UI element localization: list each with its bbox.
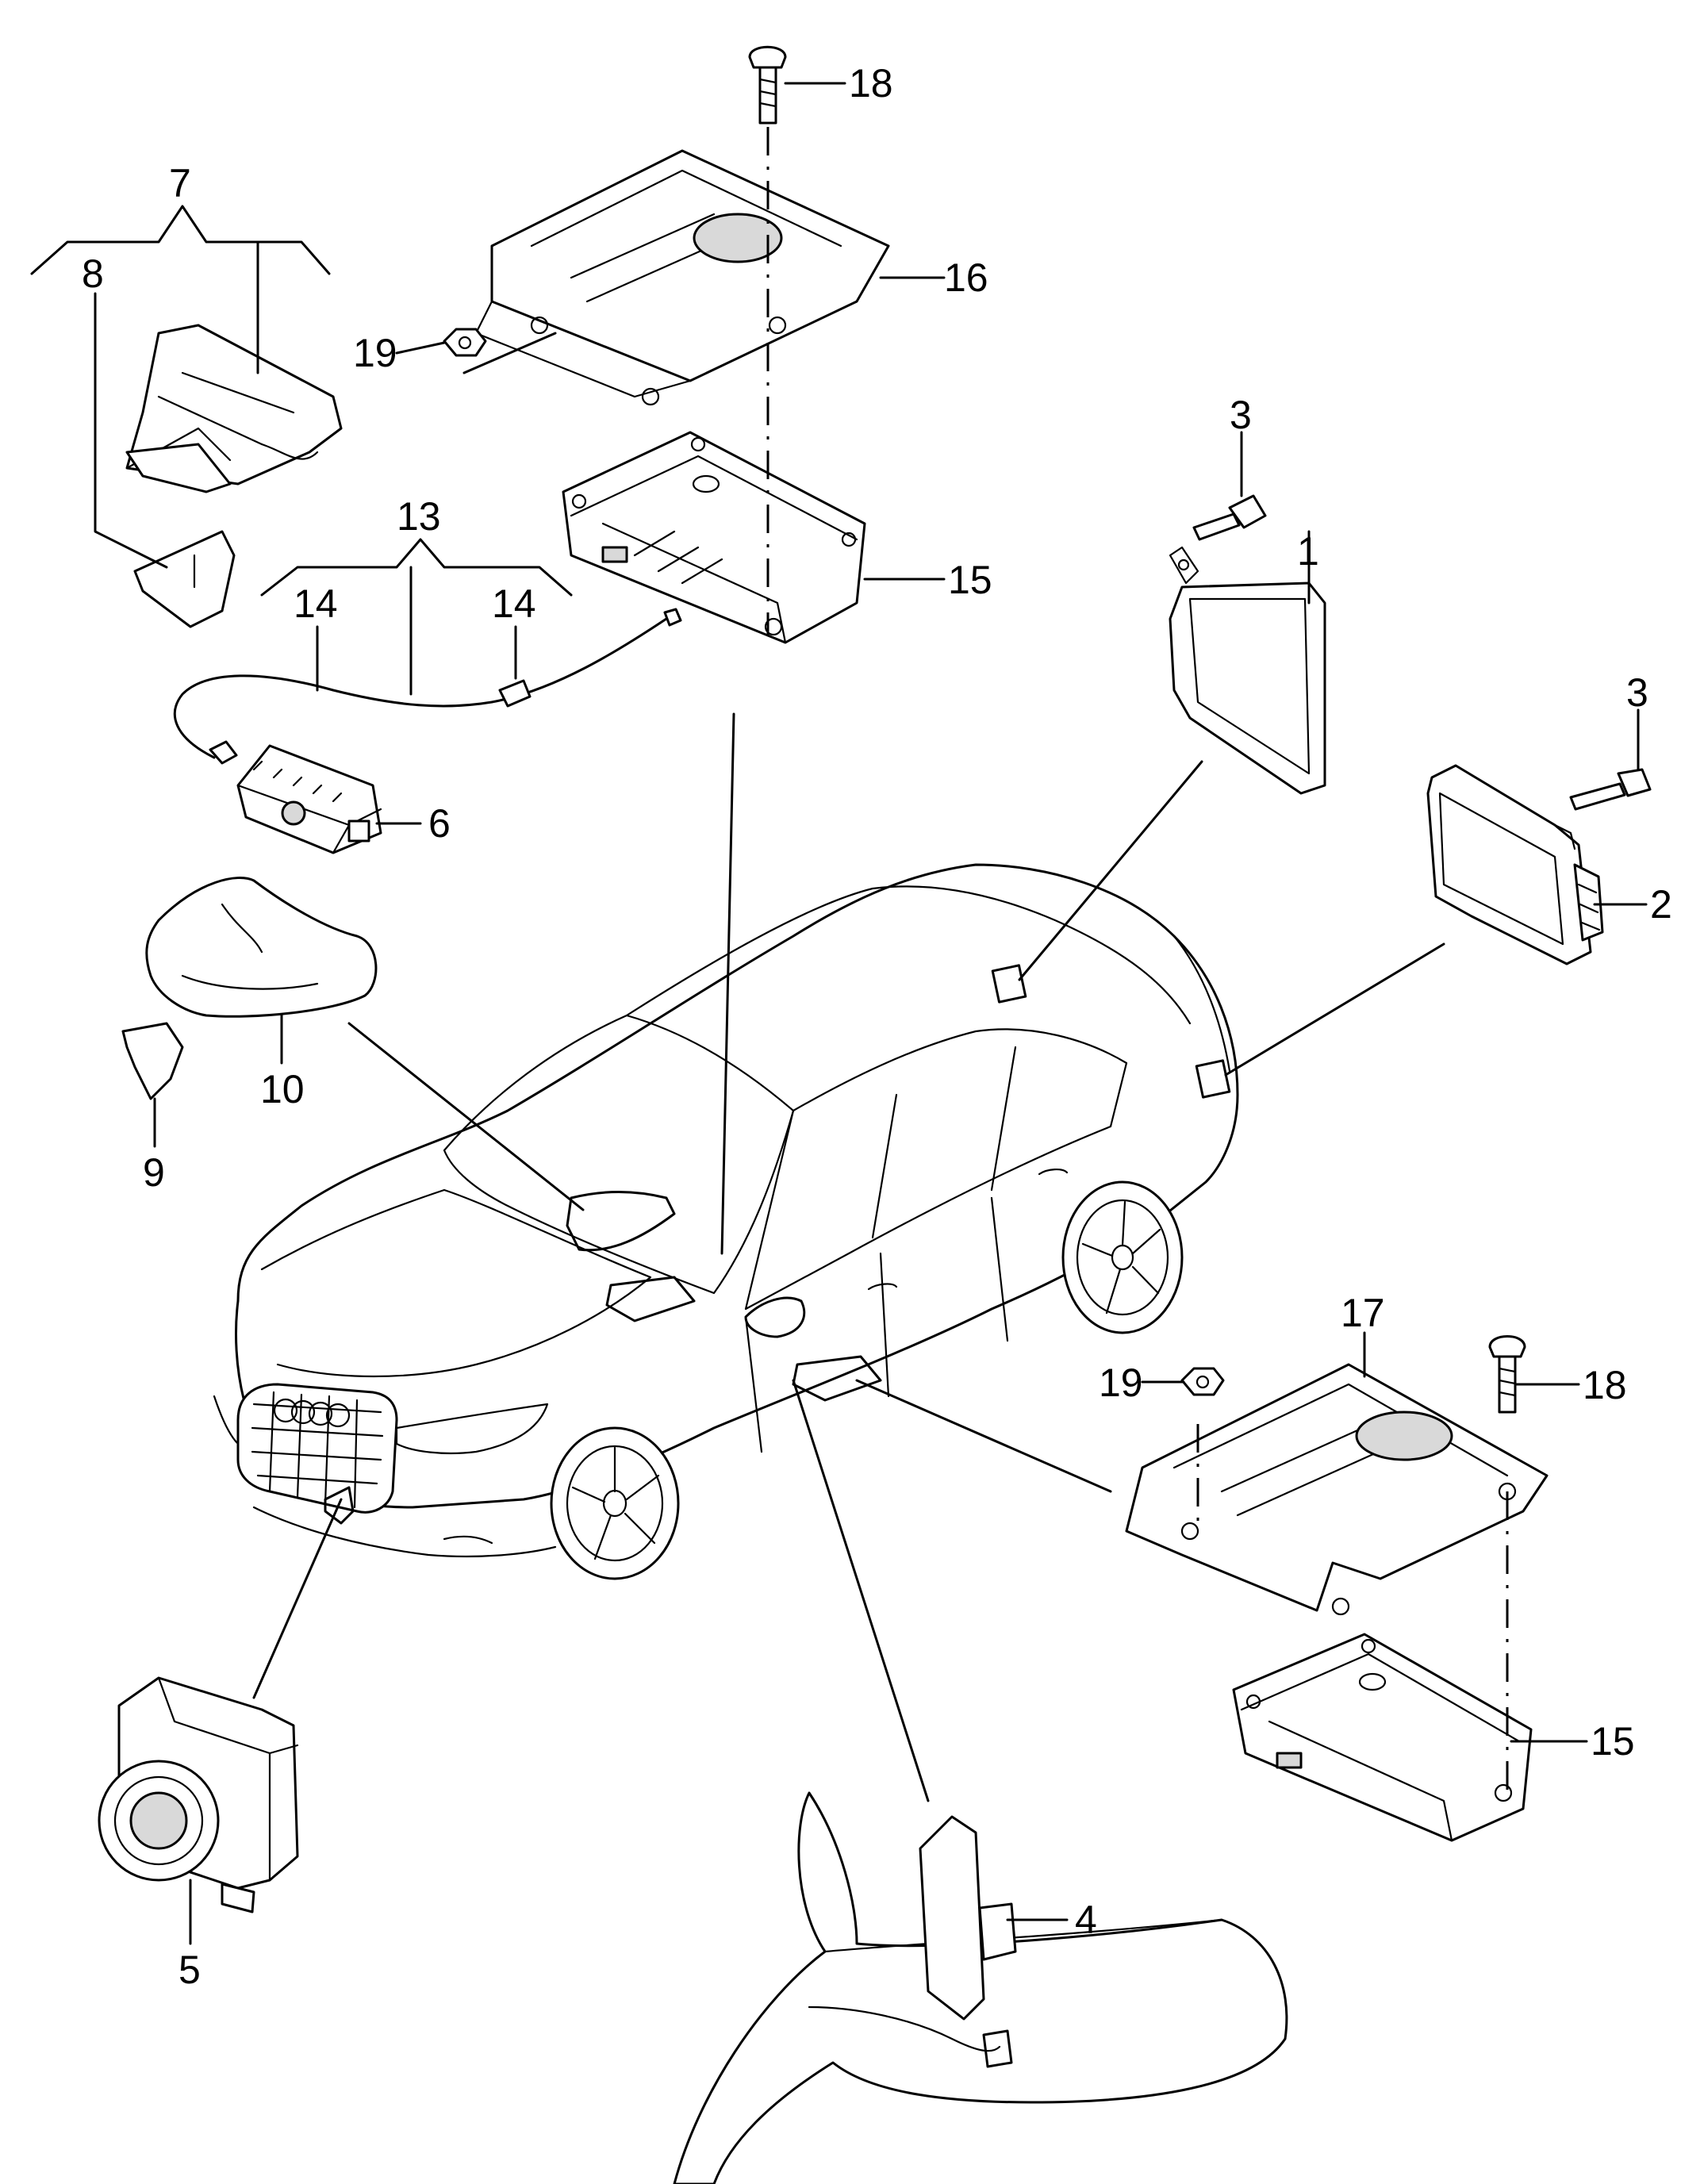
callout-15-upper: 15: [948, 558, 992, 602]
callout-2: 2: [1650, 882, 1672, 927]
callout-16: 16: [944, 255, 988, 300]
callout-8: 8: [82, 251, 104, 296]
trim-cover-10: [145, 877, 378, 1018]
nut-19-upper: [443, 328, 487, 357]
callout-17: 17: [1341, 1291, 1385, 1335]
callout-10: 10: [260, 1067, 305, 1111]
screw-3-lower: [1569, 768, 1652, 811]
callout-19-upper: 19: [353, 331, 397, 375]
brand-rings-logo: [273, 1398, 351, 1428]
rear-wheel: [1061, 1180, 1184, 1334]
callout-5: 5: [178, 1948, 201, 1992]
radar-sensor-2: [1426, 764, 1604, 965]
bolt-18-lower: [1488, 1335, 1526, 1414]
front-camera-icon: [98, 1676, 299, 1913]
callout-7: 7: [169, 161, 191, 205]
antenna-cable-13: [174, 608, 682, 765]
side-mirror-icon: [673, 1791, 1288, 2184]
trim-insert-9: [121, 1022, 184, 1100]
leader-lines: [30, 82, 1648, 1945]
callout-4: 4: [1075, 1898, 1097, 1942]
callout-14-left: 14: [294, 582, 338, 626]
mounting-bracket-16: [474, 149, 890, 406]
nut-19-lower: [1180, 1367, 1225, 1396]
callout-15-lower: 15: [1591, 1719, 1635, 1764]
receiver-module-6: [236, 744, 382, 854]
bolt-18-upper: [748, 45, 787, 125]
callout-3-upper: 3: [1230, 393, 1252, 437]
callout-18-upper: 18: [849, 61, 893, 106]
control-unit-15-upper: [562, 431, 866, 644]
front-wheel: [550, 1426, 680, 1580]
callout-6: 6: [428, 801, 451, 846]
callout-14-right: 14: [492, 582, 536, 626]
screw-3-upper: [1192, 494, 1267, 541]
radar-sensor-1: [1169, 546, 1326, 795]
callout-3-lower: 3: [1626, 670, 1648, 715]
callout-13: 13: [397, 494, 441, 539]
callout-18-lower: 18: [1583, 1363, 1627, 1407]
callout-1: 1: [1297, 529, 1319, 574]
cover-plate-8: [133, 530, 236, 628]
camera-bracket-7: [125, 324, 343, 493]
mounting-bracket-17: [1125, 1363, 1549, 1616]
control-unit-15-lower: [1232, 1633, 1533, 1842]
sedan-car-illustration: [213, 863, 1239, 1580]
callout-9: 9: [143, 1150, 165, 1195]
callout-labels: 18 16 19 15 7 8 13 14 14 6 10 9 3 1 3 2 …: [82, 61, 1672, 1992]
callout-19-lower: 19: [1099, 1361, 1143, 1405]
